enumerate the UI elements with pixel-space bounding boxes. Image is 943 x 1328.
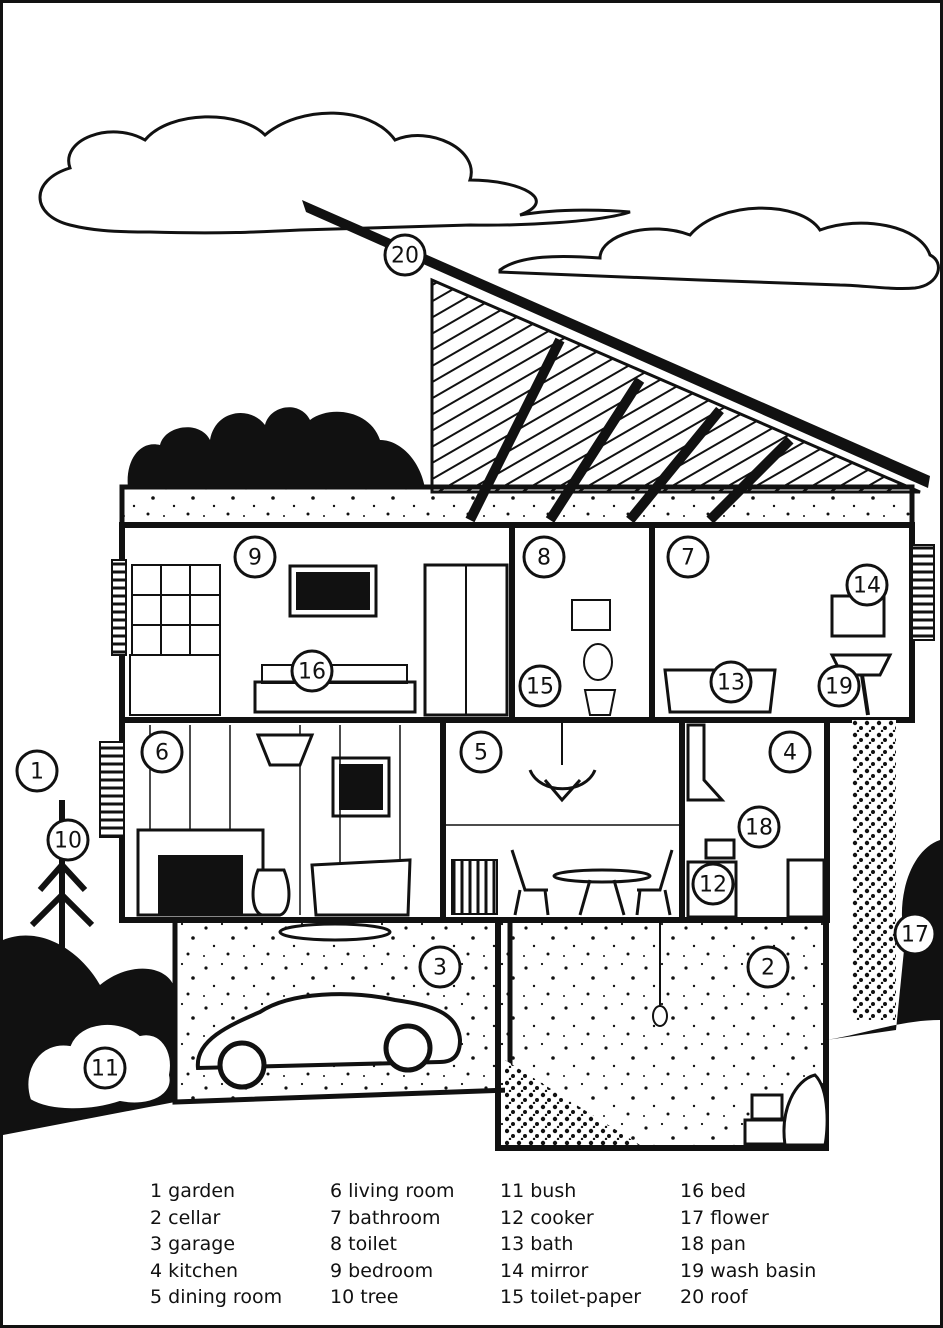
- svg-text:7: 7: [681, 546, 695, 571]
- legend-item: 9 bedroom: [330, 1258, 455, 1285]
- callout-17: 17: [895, 914, 935, 954]
- bucket: [752, 1095, 782, 1119]
- svg-text:1: 1: [30, 760, 44, 785]
- svg-text:11: 11: [91, 1057, 119, 1082]
- svg-text:9: 9: [248, 546, 262, 571]
- callout-3: 3: [420, 947, 460, 987]
- callout-1: 1: [17, 751, 57, 791]
- callout-13: 13: [711, 662, 751, 702]
- legend-item: 20 roof: [680, 1284, 816, 1311]
- roof-slab: [122, 487, 912, 525]
- legend: 1 garden 2 cellar 3 garage 4 kitchen 5 d…: [150, 1178, 850, 1318]
- svg-text:4: 4: [783, 741, 797, 766]
- legend-item: 16 bed: [680, 1178, 816, 1205]
- car-wheel: [386, 1026, 430, 1070]
- svg-text:14: 14: [853, 574, 881, 599]
- tree-trunk: [852, 720, 896, 1020]
- cloud-right: [500, 208, 938, 288]
- legend-item: 17 flower: [680, 1205, 816, 1232]
- armchair: [312, 860, 410, 915]
- legend-column-4: 16 bed 17 flower 18 pan 19 wash basin 20…: [680, 1178, 816, 1311]
- legend-item: 8 toilet: [330, 1231, 455, 1258]
- legend-item: 1 garden: [150, 1178, 282, 1205]
- svg-text:18: 18: [745, 816, 773, 841]
- kitchen-cabinet: [788, 860, 824, 917]
- svg-text:16: 16: [298, 660, 326, 685]
- roof-shrubs: [128, 407, 425, 488]
- legend-item: 2 cellar: [150, 1205, 282, 1232]
- svg-text:12: 12: [699, 873, 727, 898]
- legend-item: 13 bath: [500, 1231, 641, 1258]
- radiator: [452, 860, 497, 914]
- svg-text:3: 3: [433, 956, 447, 981]
- window-shutter-right: [912, 545, 934, 640]
- legend-item: 11 bush: [500, 1178, 641, 1205]
- legend-item: 5 dining room: [150, 1284, 282, 1311]
- svg-text:19: 19: [825, 675, 853, 700]
- car-wheel: [220, 1043, 264, 1087]
- callout-5: 5: [461, 732, 501, 772]
- svg-text:17: 17: [901, 923, 929, 948]
- legend-column-2: 6 living room 7 bathroom 8 toilet 9 bedr…: [330, 1178, 455, 1311]
- svg-text:13: 13: [717, 671, 745, 696]
- callout-11: 11: [85, 1048, 125, 1088]
- legend-item: 12 cooker: [500, 1205, 641, 1232]
- window-shutter-left: [112, 560, 126, 655]
- dining-table: [554, 870, 650, 882]
- svg-text:20: 20: [391, 244, 419, 269]
- callout-18: 18: [739, 807, 779, 847]
- legend-item: 19 wash basin: [680, 1258, 816, 1285]
- legend-item: 15 toilet-paper: [500, 1284, 641, 1311]
- window-shutter-lower-left: [100, 742, 124, 837]
- callout-15: 15: [520, 666, 560, 706]
- svg-text:6: 6: [155, 741, 169, 766]
- callout-7: 7: [668, 537, 708, 577]
- callout-2: 2: [748, 947, 788, 987]
- svg-text:2: 2: [761, 956, 775, 981]
- vase: [253, 870, 289, 915]
- legend-item: 6 living room: [330, 1178, 455, 1205]
- legend-item: 14 mirror: [500, 1258, 641, 1285]
- svg-text:5: 5: [474, 741, 488, 766]
- pan: [706, 840, 734, 858]
- lightbulb: [653, 1006, 667, 1026]
- callout-6: 6: [142, 732, 182, 772]
- callout-20: 20: [385, 235, 425, 275]
- svg-text:8: 8: [537, 546, 551, 571]
- callout-9: 9: [235, 537, 275, 577]
- legend-item: 7 bathroom: [330, 1205, 455, 1232]
- callout-19: 19: [819, 666, 859, 706]
- legend-column-3: 11 bush 12 cooker 13 bath 14 mirror 15 t…: [500, 1178, 641, 1311]
- legend-item: 3 garage: [150, 1231, 282, 1258]
- svg-text:15: 15: [526, 675, 554, 700]
- callout-4: 4: [770, 732, 810, 772]
- svg-text:10: 10: [54, 829, 82, 854]
- bucket: [745, 1120, 785, 1144]
- legend-item: 4 kitchen: [150, 1258, 282, 1285]
- callout-10: 10: [48, 820, 88, 860]
- legend-column-1: 1 garden 2 cellar 3 garage 4 kitchen 5 d…: [150, 1178, 282, 1311]
- callout-8: 8: [524, 537, 564, 577]
- legend-item: 18 pan: [680, 1231, 816, 1258]
- callout-16: 16: [292, 651, 332, 691]
- callout-14: 14: [847, 565, 887, 605]
- legend-item: 10 tree: [330, 1284, 455, 1311]
- callout-12: 12: [693, 864, 733, 904]
